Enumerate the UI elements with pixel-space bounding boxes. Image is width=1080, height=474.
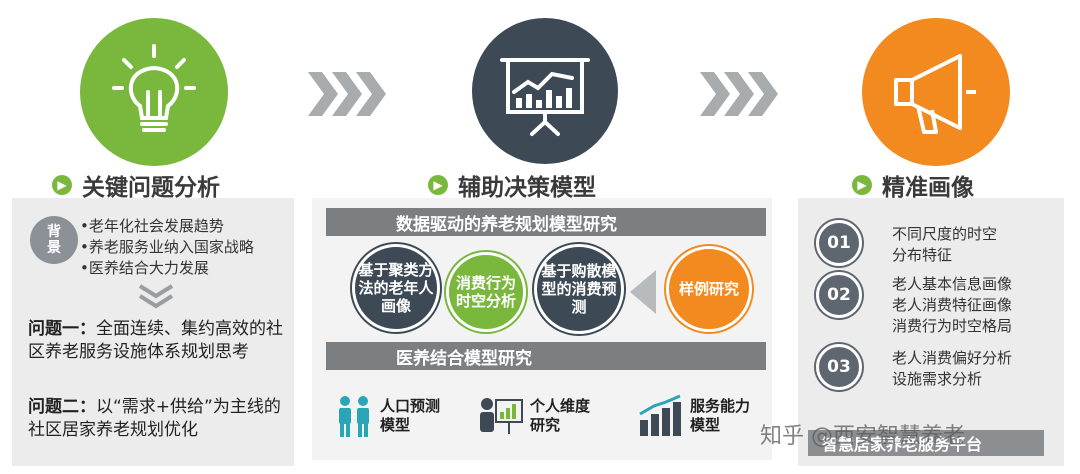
feature-text: 老人消费偏好分析设施需求分析 — [892, 349, 1013, 388]
column-title-text: 关键问题分析 — [82, 175, 220, 201]
chevron-down-icon — [136, 284, 176, 314]
flow-arrows-1 — [308, 72, 388, 120]
problem-analysis-panel: 背 景 •老年化社会发展趋势 •养老服务业纳入国家战略 •医养结合大力发展 问题… — [12, 198, 294, 466]
presentation-chart-icon — [500, 58, 590, 136]
section-bar-data-driven: 数据驱动的养老规划模型研究 — [326, 208, 766, 236]
section-bar-medical: 医养结合模型研究 — [326, 342, 766, 370]
model-circle-clustering: 基于聚类方法的老年人画像 — [352, 244, 440, 332]
flow-arrows-2 — [700, 72, 780, 120]
presentation-circle — [472, 18, 618, 164]
bar-chart-icon — [639, 394, 681, 436]
people-icon — [339, 396, 369, 437]
platform-bar: 智慧居家养老服务平台 — [808, 430, 1044, 456]
triangle-left-icon — [630, 270, 656, 314]
list-item: •医养结合大力发展 — [80, 259, 209, 277]
number-badge: 01 — [816, 220, 862, 266]
model-circle-consumption: 基于购散模型的消费预测 — [534, 244, 624, 334]
watermark: 知乎 @西安智慧养老 — [760, 424, 965, 449]
model-circle-case-study: 样例研究 — [666, 246, 752, 332]
sub-model-capacity: 服务能力模型 — [638, 394, 752, 438]
lightbulb-circle — [80, 18, 228, 166]
column-title-2: ▶ 辅助决策模型 — [428, 168, 596, 202]
list-item: •老年化社会发展趋势 — [80, 217, 224, 235]
feature-text: 不同尺度的时空分布特征 — [892, 225, 998, 264]
chevron-right-icon — [700, 72, 778, 116]
column-title-text: 辅助决策模型 — [458, 175, 596, 201]
presenter-icon — [480, 398, 523, 434]
background-badge: 背 景 — [30, 216, 78, 264]
column-title-1: ▶ 关键问题分析 — [52, 168, 220, 202]
problem-one: 问题一：全面连续、集约高效的社区养老服务设施体系规划思考 — [28, 319, 283, 362]
precise-portrait-panel: 01 不同尺度的时空分布特征 02 老人基本信息画像老人消费特征画像消费行为时空… — [798, 198, 1064, 466]
play-icon: ▶ — [852, 175, 872, 195]
column-title-3: ▶ 精准画像 — [852, 168, 974, 202]
list-item: •养老服务业纳入国家战略 — [80, 238, 254, 256]
problem-two: 问题二：以“需求+供给”为主线的社区居家养老规划优化 — [28, 397, 281, 440]
megaphone-icon — [894, 54, 976, 134]
model-circle-spatiotemporal: 消费行为时空分析 — [446, 252, 526, 332]
sub-model-population: 人口预测模型 — [334, 394, 442, 438]
decision-model-panel: 数据驱动的养老规划模型研究 基于聚类方法的老年人画像 消费行为时空分析 基于购散… — [312, 198, 772, 460]
number-badge: 03 — [816, 344, 862, 390]
play-icon: ▶ — [52, 175, 72, 195]
lightbulb-icon — [112, 44, 196, 132]
chevron-right-icon — [308, 72, 386, 116]
play-icon: ▶ — [428, 175, 448, 195]
column-title-text: 精准画像 — [882, 175, 974, 201]
number-badge: 02 — [816, 272, 862, 318]
feature-text: 老人基本信息画像老人消费特征画像消费行为时空格局 — [892, 275, 1013, 335]
megaphone-circle — [862, 18, 1010, 166]
background-list: •老年化社会发展趋势 •养老服务业纳入国家战略 •医养结合大力发展 — [80, 216, 254, 279]
sub-model-personal: 个人维度研究 — [478, 394, 592, 438]
